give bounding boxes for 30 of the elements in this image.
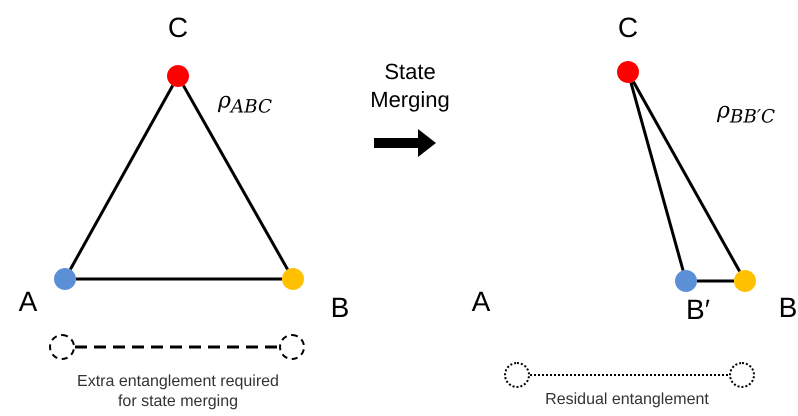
qubit-circle — [167, 65, 189, 87]
qubit-circle — [675, 270, 697, 292]
party-label: A — [18, 286, 38, 318]
party-label: C — [618, 12, 638, 44]
empty-circle — [504, 362, 530, 388]
entanglement-line — [75, 346, 279, 348]
empty-circle — [729, 362, 755, 388]
empty-circle — [49, 334, 75, 360]
density-matrix-label: ρ$_{BB′C}$ — [716, 98, 776, 128]
qubit-circle — [734, 270, 756, 292]
party-label: B′ — [686, 294, 710, 326]
entanglement-line — [530, 374, 729, 376]
process-label: State Merging — [369, 58, 451, 113]
qubit-circle — [54, 268, 76, 290]
edge-line — [69, 84, 174, 270]
caption-text: Residual entanglement — [544, 390, 710, 410]
empty-circle — [279, 334, 305, 360]
qubit-circle — [282, 268, 304, 290]
party-label: B — [778, 292, 798, 324]
edge-line — [182, 84, 289, 270]
density-matrix-label: ρ$_{ABC}$ — [218, 88, 272, 118]
edge-line — [697, 280, 734, 282]
party-label: A — [472, 286, 490, 318]
qubit-circle — [617, 61, 639, 83]
party-label: B — [330, 292, 350, 324]
edge-line — [76, 278, 282, 280]
edge-line — [632, 80, 741, 272]
edge-line — [630, 82, 684, 271]
caption-text: Extra entanglement required for state merging — [76, 372, 280, 412]
party-label: C — [168, 12, 188, 44]
